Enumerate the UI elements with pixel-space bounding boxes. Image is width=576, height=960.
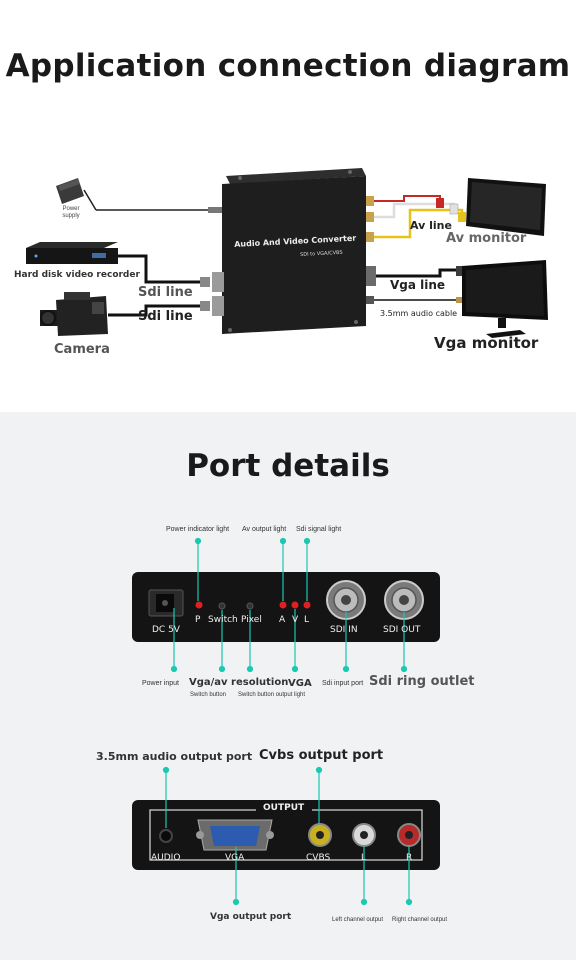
audio-port-callout: 3.5mm audio output port [96,750,253,763]
vga-port-callout: Vga output port [210,912,292,922]
vga-monitor-icon [462,260,548,338]
switch-label: Switch [208,615,238,625]
audio-label: AUDIO [151,853,181,863]
hdd-recorder-label: Hard disk video recorder [14,270,140,280]
power-input-callout: Power input [142,680,179,687]
av-monitor-label: Av monitor [446,231,527,246]
vga-line-label: Vga line [390,278,446,292]
vga-av-resolution-callout: Vga/av resolution [189,677,289,688]
converter-box [212,168,376,334]
sdi-signal-light-callout: Sdi signal light [296,526,342,533]
vga-monitor-label: Vga monitor [434,334,539,352]
port-details-title: Port details [186,448,390,484]
power-led-icon [195,601,203,609]
l-led-icon [303,601,311,609]
pixel-led-icon [246,602,254,610]
sdi-in-label: SDI IN [330,625,358,635]
v-led-icon [291,601,299,609]
r-port-label: R [406,853,413,863]
sdi-out-connector-icon [384,580,424,620]
output-label: OUTPUT [263,803,305,813]
a-led-icon [279,601,287,609]
vga-port-icon [196,819,274,851]
p-label: P [195,615,201,625]
l-label: L [304,615,310,625]
dvr-icon [26,242,118,264]
sdi-out-label: SDI OUT [383,625,421,635]
connection-diagram-section: Application connection diagram [0,0,576,412]
connection-drawing [26,168,548,338]
l-rca-icon [352,823,376,847]
power-supply-label: Power supply [62,206,80,219]
camera-label: Camera [54,342,110,357]
av-line-label: Av line [410,219,452,232]
cvbs-rca-icon [308,823,332,847]
av-monitor-icon [466,178,546,236]
av-output-light-callout: Av output light [242,526,287,533]
sdi-input-port-callout: Sdi input port [322,680,364,687]
switch-button-output-callout: Switch button output light [238,692,306,698]
page-title: Application connection diagram [5,48,571,84]
v-label: V [292,615,299,625]
right-channel-callout: Right channel output [392,917,448,923]
left-channel-callout: Left channel output [332,917,384,923]
power-adapter-icon [56,178,97,211]
sdi-line-label-2: Sdi line [138,309,193,324]
audio-jack-icon [159,829,173,843]
a-label: A [279,615,286,625]
vga-port-label: VGA [225,853,245,863]
switch-button-icon [218,602,226,610]
r-rca-icon [397,823,421,847]
sdi-ring-outlet-callout: Sdi ring outlet [369,674,475,689]
pixel-label: Pixel [241,615,262,625]
l-port-label: L [361,853,367,863]
switch-button-callout: Switch button [190,692,227,698]
camera-icon [40,292,108,336]
power-indicator-callout: Power indicator light [166,526,230,533]
cvbs-port-callout: Cvbs output port [259,748,384,763]
dc-5v-label: DC 5V [152,625,180,635]
sdi-line-label-1: Sdi line [138,285,193,300]
audio-cable-label: 3.5mm audio cable [380,309,458,318]
vga-callout: VGA [288,678,312,689]
cvbs-label: CVBS [306,853,331,863]
